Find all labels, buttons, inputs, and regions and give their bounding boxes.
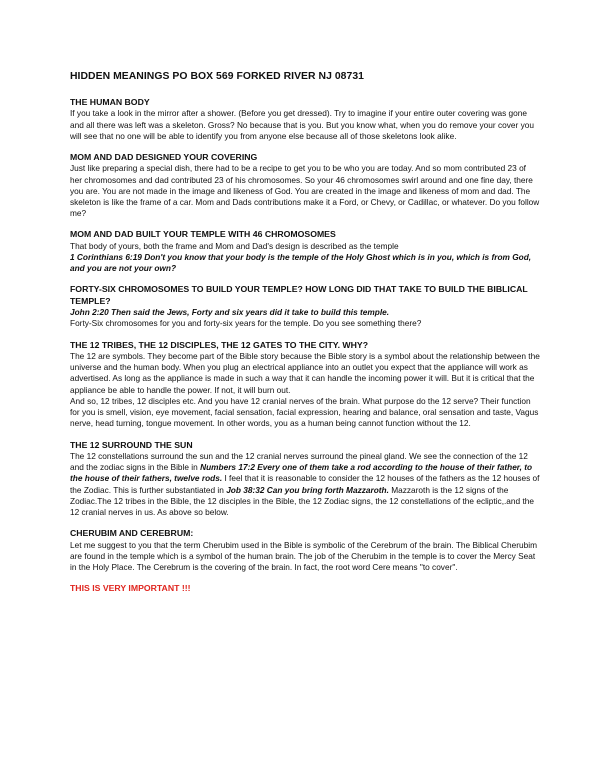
- section-forty-six: FORTY-SIX CHROMOSOMES TO BUILD YOUR TEMP…: [70, 284, 540, 329]
- section-heading: THE 12 TRIBES, THE 12 DISCIPLES, THE 12 …: [70, 339, 368, 350]
- section-paragraph: Let me suggest to you that the term Cher…: [70, 539, 538, 572]
- document-page: HIDDEN MEANINGS PO BOX 569 FORKED RIVER …: [70, 71, 540, 593]
- section-heading: MOM AND DAD DESIGNED YOUR COVERING: [70, 152, 258, 163]
- section-heading: FORTY-SIX CHROMOSOMES TO BUILD YOUR TEMP…: [70, 284, 528, 306]
- paragraph-text: Mazzaroth is the 12 signs of the Zodiac.…: [70, 484, 534, 517]
- section-paragraph: Forty-Six chromosomes for you and forty-…: [70, 318, 422, 329]
- scripture-quote: Numbers 17:2 Every one of them take a ro…: [70, 462, 533, 484]
- scripture-quote: John 2:20 Then said the Jews, Forty and …: [70, 307, 390, 318]
- scripture-quote: 1 Corinthians 6:19 Don't you know that y…: [70, 252, 532, 274]
- paragraph-text: The 12 constellations surround the sun a…: [70, 450, 528, 473]
- section-paragraph: That body of yours, both the frame and M…: [70, 240, 399, 251]
- section-twelve-tribes: THE 12 TRIBES, THE 12 DISCIPLES, THE 12 …: [70, 340, 540, 430]
- section-human-body: THE HUMAN BODY If you take a look in the…: [70, 97, 540, 142]
- section-heading: MOM AND DAD BUILT YOUR TEMPLE WITH 46 CH…: [70, 229, 336, 240]
- section-cherubim: CHERUBIM AND CEREBRUM: Let me suggest to…: [70, 528, 540, 573]
- section-heading: THE HUMAN BODY: [70, 97, 150, 107]
- section-paragraph: Just like preparing a special dish, ther…: [70, 163, 540, 219]
- document-title: HIDDEN MEANINGS PO BOX 569 FORKED RIVER …: [70, 71, 364, 82]
- important-notice: THIS IS VERY IMPORTANT !!!: [70, 583, 191, 594]
- section-paragraph: If you take a look in the mirror after a…: [70, 108, 534, 141]
- section-temple-46: MOM AND DAD BUILT YOUR TEMPLE WITH 46 CH…: [70, 229, 540, 274]
- paragraph-text: I feel that it is reasonable to consider…: [70, 473, 540, 495]
- section-twelve-sun: THE 12 SURROUND THE SUN The 12 constella…: [70, 440, 540, 519]
- section-paragraph: The 12 constellations surround the sun a…: [70, 451, 540, 518]
- section-paragraph: The 12 are symbols. They become part of …: [70, 351, 540, 395]
- section-mom-dad-designed: MOM AND DAD DESIGNED YOUR COVERING Just …: [70, 152, 540, 219]
- section-heading: THE 12 SURROUND THE SUN: [70, 439, 193, 450]
- section-heading: CHERUBIM AND CEREBRUM:: [70, 528, 194, 539]
- section-paragraph: And so, 12 tribes, 12 disciples etc. And…: [70, 395, 539, 429]
- scripture-quote: Job 38:32 Can you bring forth Mazzaroth.: [226, 484, 389, 495]
